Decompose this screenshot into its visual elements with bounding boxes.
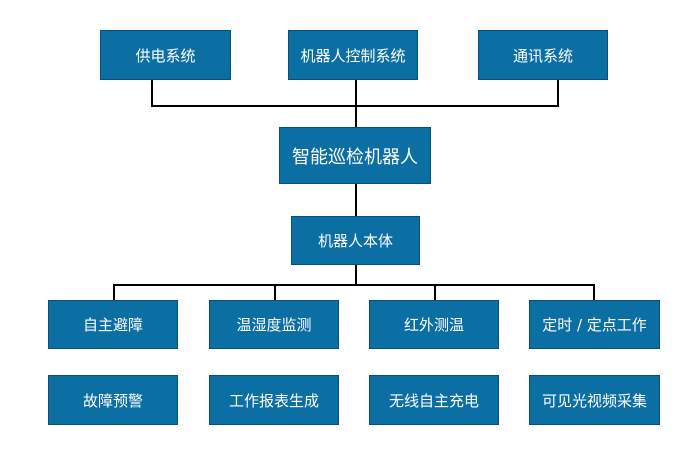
connector-bottom-1	[113, 284, 115, 300]
node-report-generation: 工作报表生成	[209, 375, 339, 425]
node-visible-light-video: 可见光视频采集	[529, 375, 660, 425]
node-robot-control-system: 机器人控制系统	[288, 30, 418, 80]
connector-bottom-horizontal	[113, 284, 595, 286]
connector-top-horizontal	[151, 105, 559, 107]
node-timed-fixed-point-work: 定时 / 定点工作	[529, 300, 660, 349]
node-temp-humidity-monitoring: 温湿度监测	[209, 300, 339, 349]
connector-top-left-down	[151, 80, 153, 106]
node-smart-inspection-robot: 智能巡检机器人	[279, 127, 431, 184]
connector-bottom-3	[434, 284, 436, 300]
node-infrared-temp: 红外测温	[369, 300, 499, 349]
connector-top-center-down	[355, 80, 357, 127]
connector-body-down	[355, 265, 357, 286]
connector-center-to-body	[355, 184, 357, 216]
node-obstacle-avoidance: 自主避障	[48, 300, 178, 349]
node-power-system: 供电系统	[100, 30, 231, 80]
node-wireless-charging: 无线自主充电	[369, 375, 499, 425]
node-fault-warning: 故障预警	[48, 375, 178, 425]
connector-top-right-down	[557, 80, 559, 106]
node-robot-body: 机器人本体	[291, 216, 420, 265]
node-communication-system: 通讯系统	[478, 30, 608, 80]
connector-bottom-2	[274, 284, 276, 300]
connector-bottom-4	[593, 284, 595, 300]
